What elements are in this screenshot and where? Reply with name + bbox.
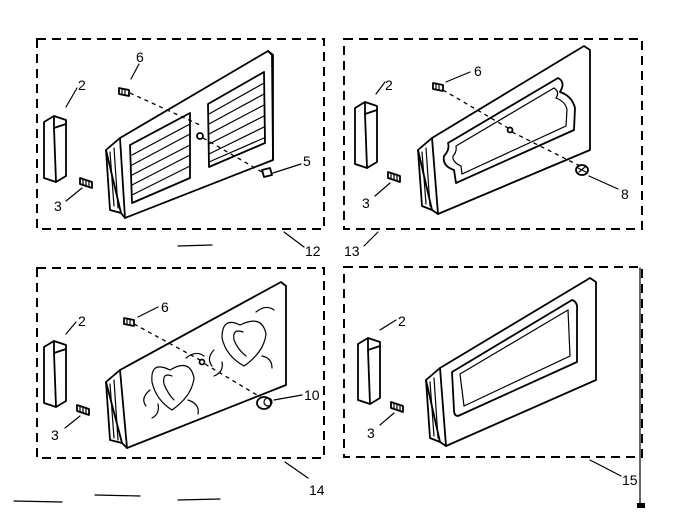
panel-12-screw-label: 6 [136, 49, 144, 65]
panel-14-decorative-panel [105, 281, 287, 449]
panel-13-pin-label: 3 [362, 195, 370, 211]
panel-15-plain-panel [425, 277, 597, 447]
panel-14-knob [256, 396, 273, 410]
panel-13-label: 13 [344, 243, 360, 259]
panel-14-pin [76, 404, 90, 416]
panel-12-louvered-panel [105, 50, 274, 219]
panel-12-label: 12 [305, 243, 321, 259]
panel-14-screw [123, 317, 135, 327]
panel-12-pin-label: 3 [54, 198, 62, 214]
panel-13-knob-label: 8 [621, 186, 629, 202]
panel-13-group: 2 3 6 8 13 [343, 38, 643, 259]
panel-13-knob [575, 164, 589, 176]
panel-15-pin [390, 401, 404, 413]
panel-15-bracket [357, 337, 381, 405]
panel-15-label: 15 [622, 472, 638, 488]
panel-15-group: 2 3 15 [343, 266, 643, 488]
panel-13-pin [387, 171, 401, 183]
panel-12-screw [118, 87, 130, 97]
panel-12-bracket-label: 2 [78, 77, 86, 93]
panel-13-screw [432, 82, 444, 92]
panel-12-bracket [43, 115, 67, 183]
panel-12-box [36, 38, 325, 230]
panel-12-pin [79, 177, 93, 189]
panel-13-box [343, 38, 643, 230]
panel-14-knob-label: 10 [304, 387, 320, 403]
panel-14-bracket-label: 2 [78, 313, 86, 329]
scan-artifacts [13, 244, 645, 508]
panel-12-group: 2 3 6 5 12 [36, 38, 325, 259]
panel-13-framed-panel [417, 45, 591, 215]
panel-12-knob [261, 167, 273, 178]
panel-13-screw-label: 6 [474, 63, 482, 79]
panel-12-knob-label: 5 [303, 153, 311, 169]
panel-15-bracket-label: 2 [398, 313, 406, 329]
panel-14-pin-label: 3 [51, 427, 59, 443]
panel-14-screw-label: 6 [161, 299, 169, 315]
panel-14-label: 14 [309, 482, 325, 498]
panel-15-box [343, 266, 643, 458]
panel-14-bracket [43, 340, 67, 408]
panel-13-bracket-label: 2 [385, 77, 393, 93]
panel-14-group: 2 3 6 10 14 [36, 267, 325, 498]
panel-15-pin-label: 3 [367, 425, 375, 441]
panel-14-box [36, 267, 325, 459]
panel-13-bracket [354, 101, 378, 169]
